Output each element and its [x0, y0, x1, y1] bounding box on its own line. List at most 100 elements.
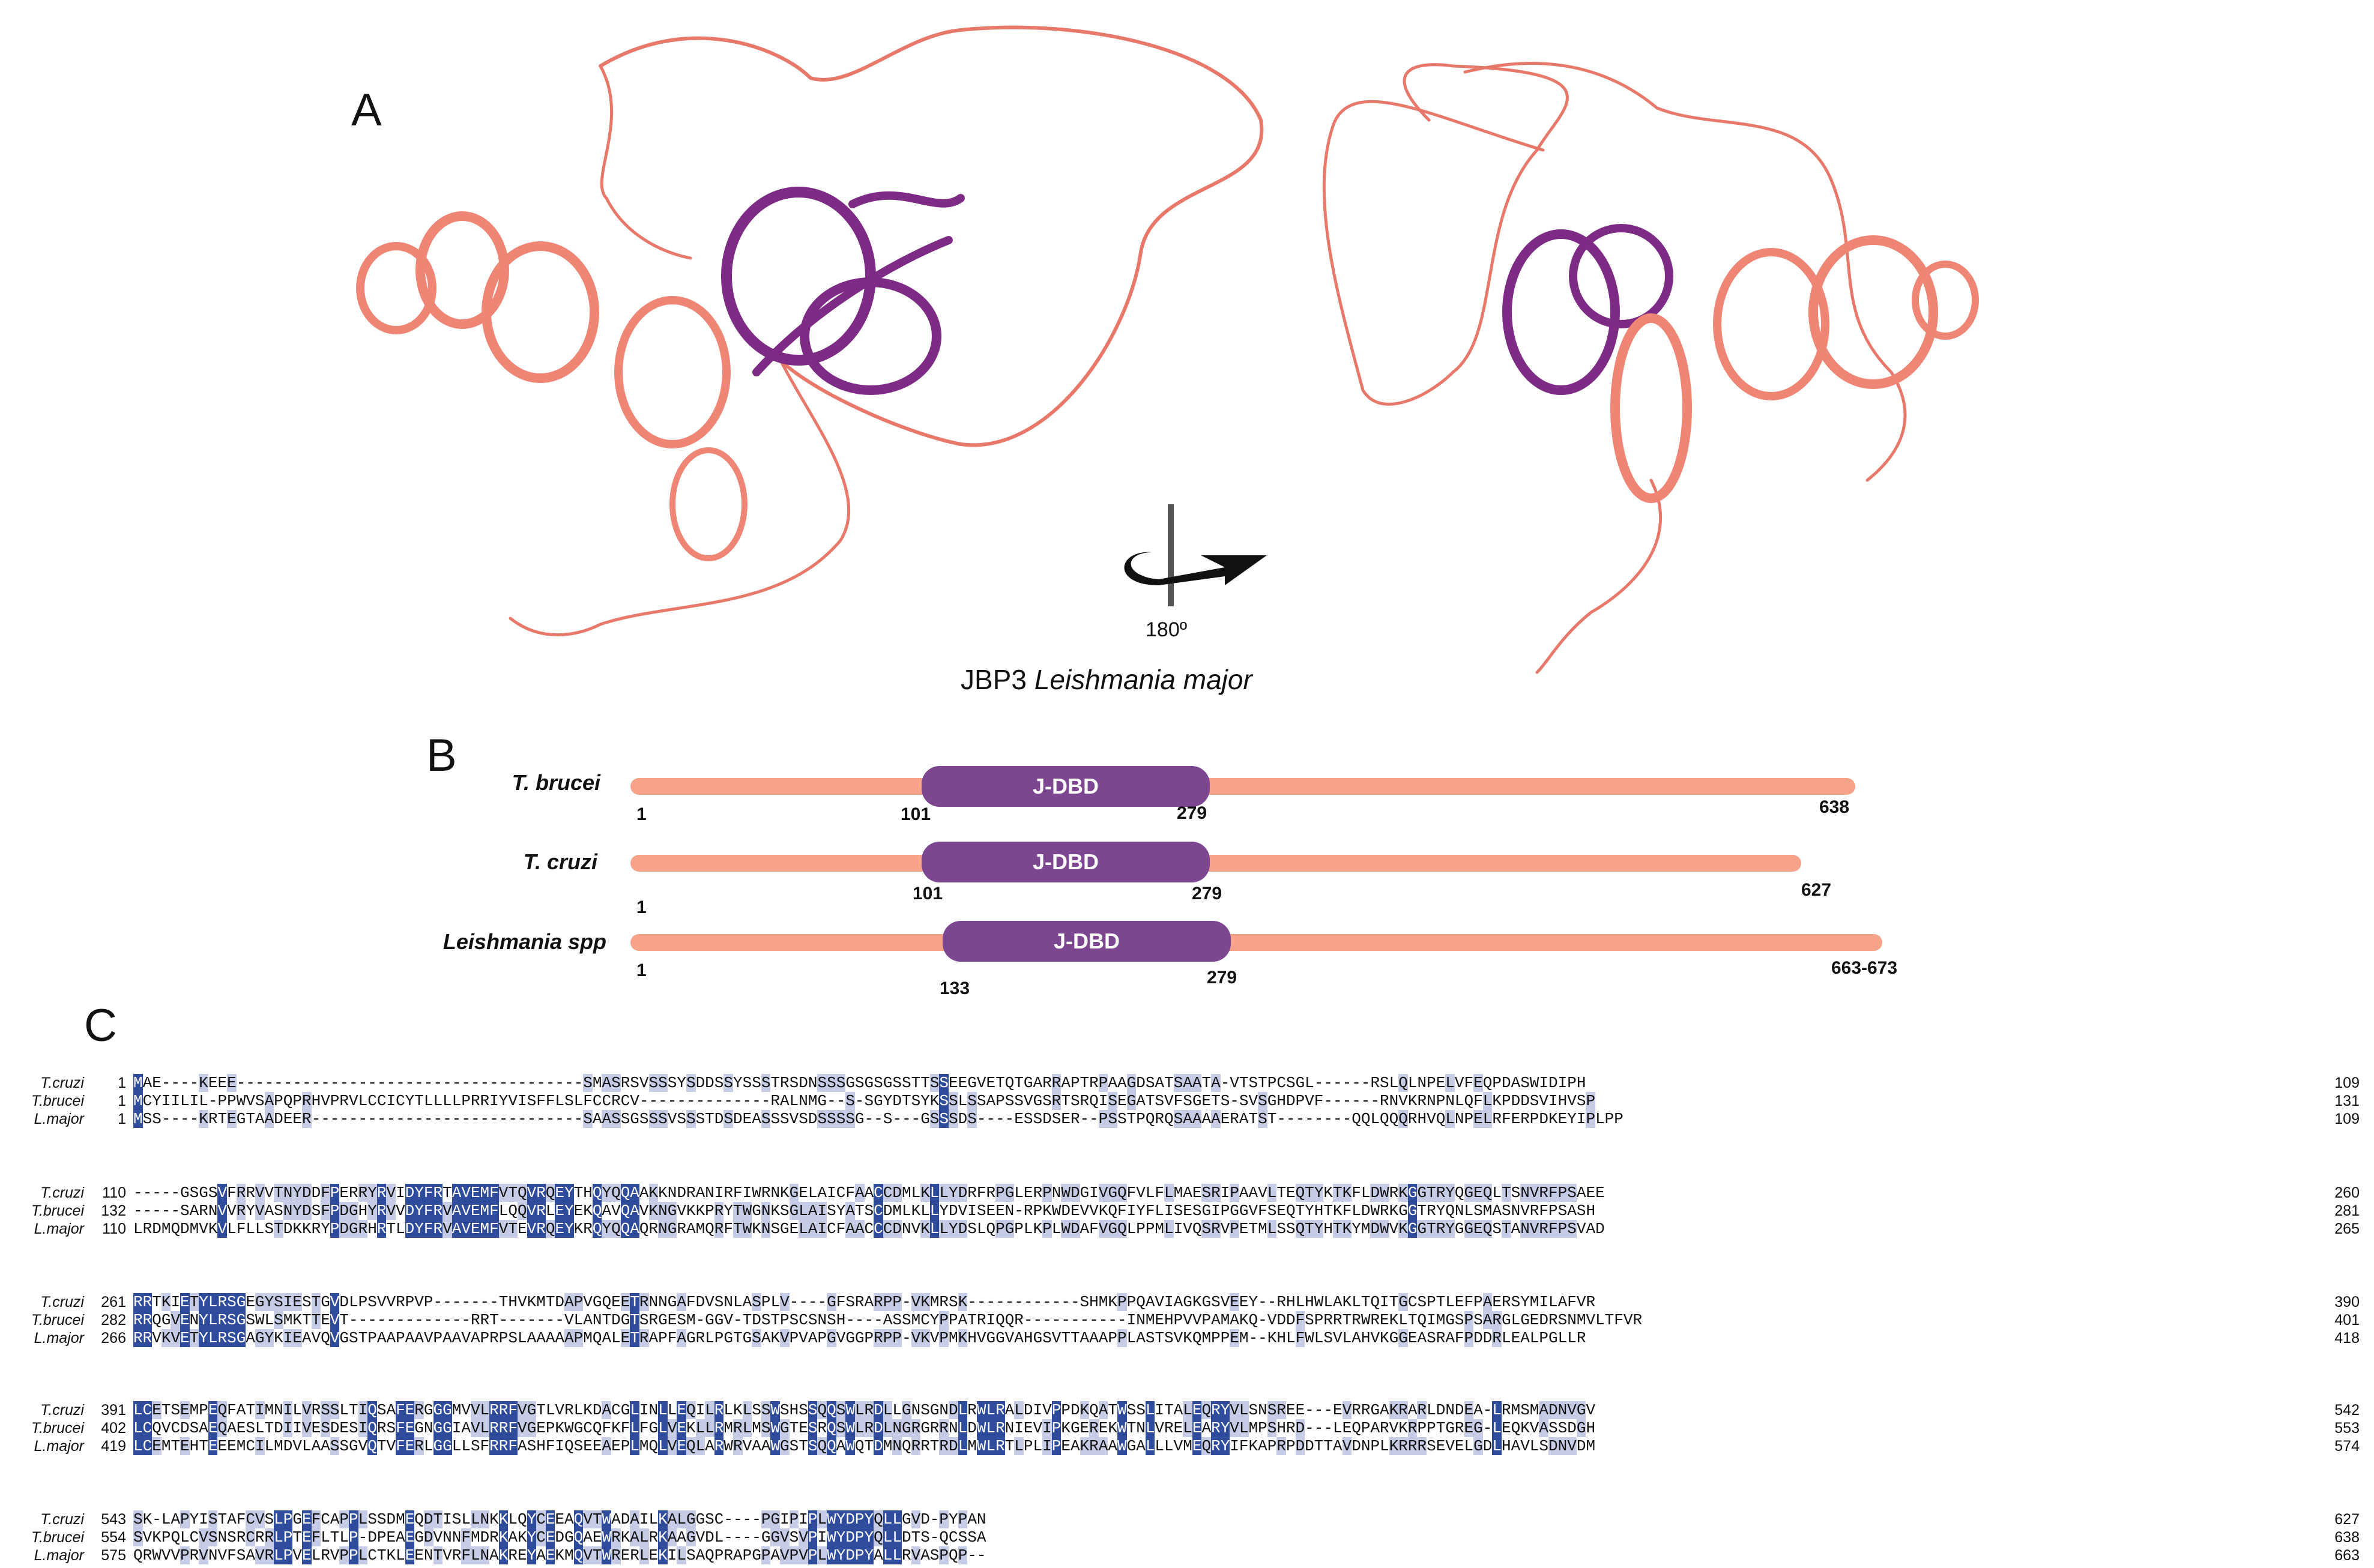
sequence-residues: RRQGVENYLRSGSWLSMKTTEVT-------------RRT-… [133, 1311, 1643, 1329]
panel-b-letter: B [426, 730, 457, 781]
alignment-row: T.cruzi 391 LCETSEMPEQFATIMNILVRSSLTIQSAFE… [0, 1401, 2374, 1419]
alignment-row: T.cruzi 543 SK-LAPYISTAFCVSLPGEFCAPPLSSDME… [0, 1510, 2374, 1528]
sequence-residues: QRWVVPRVNVFSAVRLPVELRVPPLCTKLEENTVRFLNAK… [133, 1546, 986, 1564]
pos-end-brucei: 638 [1819, 797, 1850, 817]
sequence-start-position: 1 [118, 1075, 126, 1091]
sequence-start-position: 261 [101, 1294, 126, 1310]
sequence-name: T.cruzi [40, 1402, 84, 1419]
sequence-end-position: 109 [2334, 1111, 2360, 1127]
sequence-end-position: 265 [2334, 1220, 2360, 1237]
sequence-name: T.brucei [31, 1529, 84, 1546]
protein-structure-figure [356, 25, 1979, 674]
alignment-row: L.major 419 LCEMTEHTEEEMCILMDVLAASSGVQTVFE… [0, 1437, 2374, 1455]
sequence-name: T.brucei [31, 1312, 84, 1328]
sequence-end-position: 663 [2334, 1547, 2360, 1564]
sequence-end-position: 418 [2334, 1330, 2360, 1346]
sequence-name: L.major [34, 1220, 84, 1237]
sequence-end-position: 260 [2334, 1184, 2360, 1201]
sequence-end-position: 401 [2334, 1312, 2360, 1328]
sequence-start-position: 1 [118, 1093, 126, 1109]
sequence-end-position: 390 [2334, 1294, 2360, 1310]
sequence-name: L.major [34, 1547, 84, 1564]
panel-a-letter: A [351, 85, 382, 136]
panel-c-letter: C [84, 1000, 117, 1051]
sequence-residues: MCYIILIL-PPWVSAPQPRHVPRVLCCICYTLLLLPRRIY… [133, 1092, 1596, 1110]
sequence-start-position: 266 [101, 1330, 126, 1346]
sequence-start-position: 132 [101, 1202, 126, 1219]
pos-start-leishmania: 1 [636, 960, 647, 980]
alignment-row: T.brucei 132 -----SARNVVRYVASNYDSFPDGHYRVV… [0, 1202, 2374, 1220]
sequence-residues: LCEMTEHTEEEMCILMDVLAASSGVQTVFERLGGLLSFRR… [133, 1437, 1596, 1455]
sequence-residues: RRTKIETYLRSGEGYSIESTGVDLPSVVRPVP-------T… [133, 1293, 1596, 1311]
sequence-residues: -----SARNVVRYVASNYDSFPDGHYRVVDYFRVAVEMFL… [133, 1202, 1596, 1220]
sequence-residues: MSS----KRTEGTAADEER---------------------… [133, 1110, 1623, 1128]
sequence-residues: SVKPQLCVSNSRCRRLPTEFLTLP-DPEAEGDVNNFMDRK… [133, 1528, 986, 1546]
sequence-name: T.cruzi [40, 1294, 84, 1310]
pos-dbd-start-cruzi: 101 [913, 884, 943, 903]
pos-dbd-start-leishmania: 133 [940, 978, 970, 998]
sequence-start-position: 391 [101, 1402, 126, 1419]
sequence-name: T.brucei [31, 1093, 84, 1109]
sequence-name: T.cruzi [40, 1184, 84, 1201]
jdbd-domain-leishmania: J-DBD [943, 921, 1231, 962]
sequence-start-position: 1 [118, 1111, 126, 1127]
alignment-row: T.brucei 282 RRQGVENYLRSGSWLSMKTTEVT------… [0, 1311, 2374, 1329]
species-label-leishmania: Leishmania spp [442, 929, 606, 954]
alignment-row: T.brucei 1 MCYIILIL-PPWVSAPQPRHVPRVLCCICYT… [0, 1092, 2374, 1110]
sequence-end-position: 281 [2334, 1202, 2360, 1219]
sequence-name: L.major [34, 1111, 84, 1127]
caption-species: Leishmania major [1034, 664, 1252, 695]
alignment-row: T.brucei 402 LCQVCDSAEQAESLTDIIVESDESIQRSF… [0, 1419, 2374, 1437]
sequence-end-position: 553 [2334, 1420, 2360, 1437]
sequence-residues: LCQVCDSAEQAESLTDIIVESDESIQRSFEGNGGIAVLRR… [133, 1419, 1596, 1437]
pos-dbd-end-cruzi: 279 [1192, 884, 1222, 903]
alignment-row: T.cruzi 110 -----GSGSVFRRVVTNYDDFPERRYRVID… [0, 1184, 2374, 1202]
structure-caption: JBP3 Leishmania major [961, 663, 1252, 696]
sequence-residues: SK-LAPYISTAFCVSLPGEFCAPPLSSDMEQDTISLLNKK… [133, 1510, 986, 1528]
sequence-end-position: 638 [2334, 1529, 2360, 1546]
alignment-row: L.major 1 MSS----KRTEGTAADEER-------------… [0, 1110, 2374, 1128]
sequence-residues: RRVKVETYLRSGAGYKIEAVQVGSTPAAPAAVPAAVAPRP… [133, 1329, 1586, 1347]
pos-end-leishmania: 663-673 [1831, 958, 1898, 978]
sequence-end-position: 542 [2334, 1402, 2360, 1419]
sequence-name: T.cruzi [40, 1075, 84, 1091]
sequence-start-position: 110 [102, 1184, 126, 1201]
protein-bar-brucei [630, 778, 1855, 795]
pos-start-cruzi: 1 [636, 897, 647, 917]
sequence-start-position: 554 [101, 1529, 126, 1546]
rotation-arrow [1124, 504, 1267, 606]
sequence-end-position: 574 [2334, 1438, 2360, 1455]
alignment-row: T.brucei 554 SVKPQLCVSNSRCRRLPTEFLTLP-DPEA… [0, 1528, 2374, 1546]
sequence-residues: LCETSEMPEQFATIMNILVRSSLTIQSAFERGGGMVVLRR… [133, 1401, 1596, 1419]
alignment-row: T.cruzi 261 RRTKIETYLRSGEGYSIESTGVDLPSVVRP… [0, 1293, 2374, 1311]
sequence-name: T.brucei [31, 1420, 84, 1437]
protein-bar-leishmania [630, 934, 1882, 951]
pos-end-cruzi: 627 [1801, 880, 1832, 900]
rotation-label: 180º [1146, 618, 1188, 641]
sequence-start-position: 282 [101, 1312, 126, 1328]
protein-bar-cruzi [630, 855, 1801, 872]
sequence-start-position: 543 [101, 1511, 126, 1528]
sequence-end-position: 131 [2334, 1093, 2360, 1109]
sequence-name: T.brucei [31, 1202, 84, 1219]
pos-start-brucei: 1 [636, 804, 647, 824]
sequence-residues: -----GSGSVFRRVVTNYDDFPERRYRVIDYFRTAVEMFV… [133, 1184, 1605, 1202]
sequence-end-position: 109 [2334, 1075, 2360, 1091]
pos-dbd-end-brucei: 279 [1177, 803, 1207, 823]
sequence-residues: MAE----KEEE-----------------------------… [133, 1074, 1586, 1092]
alignment-row: T.cruzi 1 MAE----KEEE---------------------… [0, 1074, 2374, 1092]
species-label-cruzi: T. cruzi [523, 849, 597, 874]
pos-dbd-end-leishmania: 279 [1207, 968, 1237, 988]
sequence-name: L.major [34, 1438, 84, 1455]
sequence-name: T.cruzi [40, 1511, 84, 1528]
jdbd-domain-brucei: J-DBD [922, 766, 1210, 807]
sequence-start-position: 402 [101, 1420, 126, 1437]
sequence-end-position: 627 [2334, 1511, 2360, 1528]
sequence-start-position: 110 [102, 1220, 126, 1237]
alignment-row: L.major 575 QRWVVPRVNVFSAVRLPVELRVPPLCTKLE… [0, 1546, 2374, 1564]
caption-prefix: JBP3 [961, 664, 1034, 695]
sequence-start-position: 419 [101, 1438, 126, 1455]
sequence-start-position: 575 [101, 1547, 126, 1564]
